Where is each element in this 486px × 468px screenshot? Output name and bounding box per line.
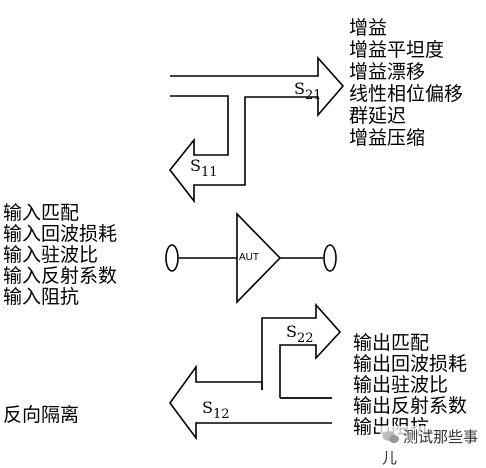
s21-param: 增益平坦度 [349,39,445,61]
amplifier-triangle [236,212,282,304]
s21-label: S21 [294,79,322,103]
dut-label: AUT [239,252,259,263]
s21-param: 线性相位偏移 [349,83,464,105]
input-param: 输入驻波比 [3,244,99,266]
input-port [165,244,179,272]
s21-param: 群延迟 [349,105,407,127]
reverse-isolation-label: 反向隔离 [3,404,80,426]
watermark: 测试那些事儿 [380,426,486,468]
output-param: 输出匹配 [353,332,430,354]
output-port [323,244,337,272]
s22-arrow [261,302,342,398]
input-param: 输入反射系数 [3,265,118,287]
s21-arrow [170,55,345,153]
s11-path [170,95,229,149]
s21-param: 增益压缩 [349,127,426,149]
s21-param: 增益漂移 [349,61,426,83]
input-param: 输入匹配 [3,202,80,224]
s22-label: S22 [286,322,314,346]
input-param: 输入阻抗 [3,286,80,308]
s21-param: 增益 [349,17,388,39]
input-param: 输入回波损耗 [3,223,118,245]
output-param: 输出反射系数 [353,395,468,417]
s11-arrow [168,137,246,204]
wechat-icon [382,431,399,443]
output-param: 输出回波损耗 [353,353,468,375]
output-param: 输出驻波比 [353,374,449,396]
sparameter-diagram [165,55,345,441]
s11-label: S11 [190,156,218,180]
s12-label: S12 [202,398,230,422]
s12-arrow [169,364,332,441]
